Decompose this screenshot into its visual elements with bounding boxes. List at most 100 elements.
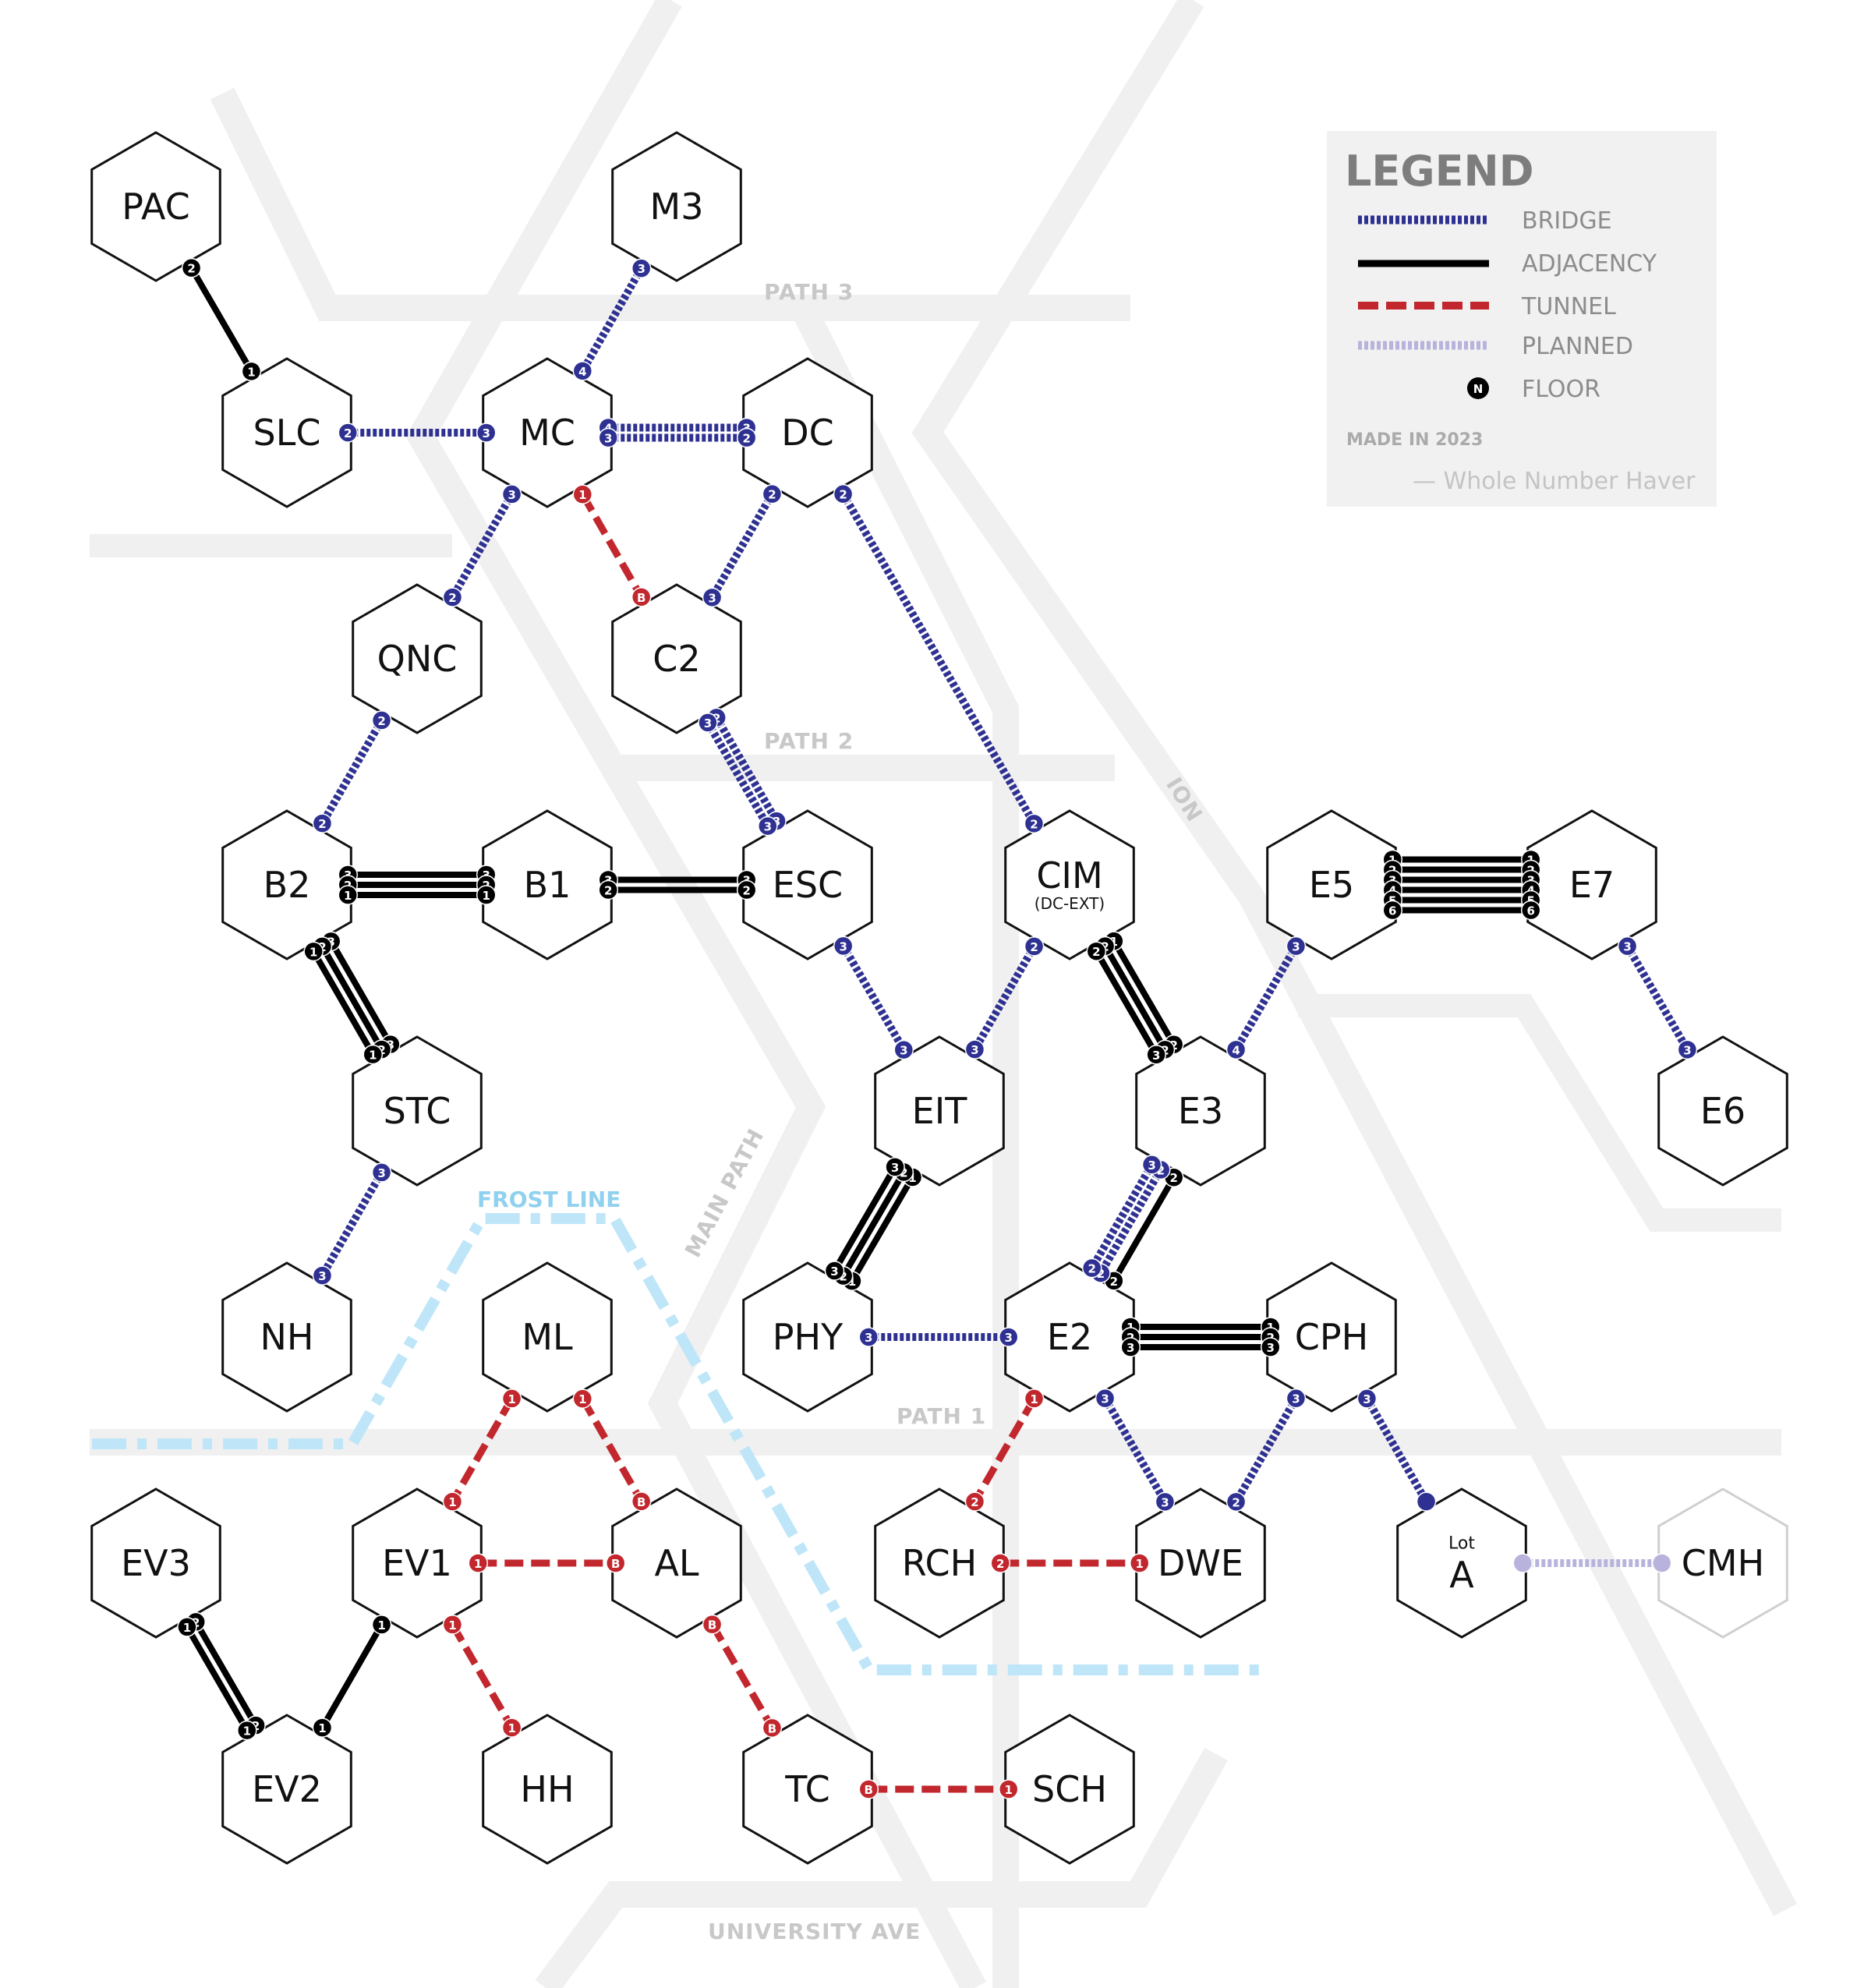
street-east (1298, 994, 1781, 1232)
floor-badge-label: 3 (891, 1161, 899, 1175)
legend-floor-badge (1467, 377, 1489, 399)
connection-bridge-stc-nh-0 (319, 1170, 385, 1278)
floor-badge (631, 258, 652, 278)
building-slc[interactable]: SLC (221, 357, 352, 508)
building-label: B1 (524, 864, 571, 906)
connection-bridge-esc-eit-0 (840, 943, 907, 1052)
floor-badge-label: 2 (1157, 1163, 1165, 1177)
floor-badge (1024, 936, 1045, 957)
connection-adjacency-cim-e3-2 (1093, 950, 1159, 1056)
building-hexagon (1266, 1261, 1397, 1413)
building-dc[interactable]: DC (742, 357, 873, 508)
building-c2[interactable]: C2 (611, 583, 742, 734)
floor-badge (371, 1162, 392, 1183)
floor-badge-label: 3 (1126, 1341, 1134, 1355)
building-cph[interactable]: CPH (1266, 1261, 1397, 1413)
floor-badge (631, 587, 652, 607)
floor-badge-label: 1 (483, 889, 490, 903)
building-b1[interactable]: B1 (482, 809, 613, 960)
floor-badge (1677, 1039, 1698, 1060)
floor-badge-label: 1 (848, 1275, 856, 1289)
building-ml[interactable]: ML (482, 1261, 613, 1413)
connection-bridge-e7-e6-0 (1624, 944, 1691, 1052)
building-eit[interactable]: EIT (874, 1035, 1005, 1187)
floor-badge (1146, 1045, 1166, 1065)
floor-badge-label: 2 (743, 432, 751, 446)
building-mc[interactable]: MC (482, 357, 613, 508)
building-hh[interactable]: HH (482, 1714, 613, 1865)
floor-badge-label: 2 (344, 426, 352, 440)
building-hexagon (874, 1487, 1005, 1639)
connection-adjacency-b2-stc-2 (310, 950, 376, 1056)
building-e7[interactable]: E7 (1526, 809, 1657, 960)
connection-adjacency-cim-e3-0 (1111, 939, 1177, 1046)
floor-badge-label: 1 (344, 889, 352, 903)
building-ev2[interactable]: EV2 (221, 1714, 352, 1865)
floor-badge-label: 2 (1232, 1495, 1240, 1509)
connection-bridge-dc-c2-0 (709, 492, 776, 600)
connection-bridge-m3-mc-0 (578, 266, 645, 373)
floor-badge-label: 3 (1101, 1392, 1109, 1406)
building-al[interactable]: AL (611, 1487, 742, 1639)
floor-badge-label: 6 (1388, 904, 1396, 918)
building-cim[interactable]: CIM(DC-EXT) (1004, 809, 1135, 960)
building-pac[interactable]: PAC (90, 131, 221, 282)
building-b2[interactable]: B2 (221, 809, 352, 960)
floor-badge-label: 2 (1030, 817, 1038, 831)
building-phy[interactable]: PHY (742, 1261, 873, 1413)
building-label: QNC (377, 638, 458, 680)
street-layer (90, 0, 1798, 1988)
floor-badge-label: 1 (318, 1721, 326, 1735)
floor-badge-label: 2 (1110, 1275, 1118, 1289)
floor-badge (893, 1039, 914, 1060)
floor-badge-label: 2 (1088, 1262, 1095, 1276)
floor-badge (312, 813, 333, 833)
connection-bridge-e3-e2-1 (1088, 1162, 1155, 1271)
building-e5[interactable]: E5 (1266, 809, 1397, 960)
floor-badge (1226, 1039, 1247, 1060)
connection-adjacency-b2-stc-0 (328, 939, 394, 1046)
floor-badge-label: B (637, 1495, 645, 1509)
floor-badge (833, 483, 854, 504)
building-ev3[interactable]: EV3 (90, 1487, 221, 1639)
building-m3[interactable]: M3 (611, 131, 742, 282)
building-label: ESC (773, 864, 843, 906)
floor-badge-label: 2 (377, 714, 385, 728)
connection-tunnel-e2-rch-0 (971, 1396, 1038, 1504)
building-cmh[interactable]: CMH (1657, 1487, 1788, 1639)
floor-badge (1260, 1337, 1281, 1357)
floor-badge (442, 1615, 463, 1635)
building-nh[interactable]: NH (221, 1261, 352, 1413)
building-tc[interactable]: TC (742, 1714, 873, 1865)
building-label: E6 (1700, 1090, 1745, 1132)
connection-bridge-e2-dwe-0 (1102, 1396, 1169, 1504)
floor-badge-label: 1 (1030, 1392, 1038, 1406)
floor-badge-label: 3 (1623, 940, 1631, 954)
building-e3[interactable]: E3 (1135, 1035, 1266, 1187)
building-dwe[interactable]: DWE (1135, 1487, 1266, 1639)
building-ev1[interactable]: EV1 (352, 1487, 483, 1639)
connection-bridge-cph-lota-0 (1363, 1396, 1430, 1504)
floor-badge-label: 2 (900, 1166, 907, 1180)
building-stc[interactable]: STC (352, 1035, 483, 1187)
building-label: E3 (1178, 1090, 1223, 1132)
building-sch[interactable]: SCH (1004, 1714, 1135, 1865)
connection-adjacency-ev3-ev2-1 (184, 1625, 250, 1732)
building-qnc[interactable]: QNC (352, 583, 483, 734)
floor-badge (762, 1717, 783, 1739)
building-rch[interactable]: RCH (874, 1487, 1005, 1639)
street-ion (911, 0, 1798, 1916)
floor-badge (1095, 1388, 1116, 1409)
building-hexagon (742, 809, 873, 960)
building-e2[interactable]: E2 (1004, 1261, 1135, 1413)
floor-badge-label: 1 (183, 1621, 191, 1635)
building-esc[interactable]: ESC (742, 809, 873, 960)
building-label: TC (784, 1768, 830, 1810)
floor-badge (1141, 1155, 1162, 1175)
building-e6[interactable]: E6 (1657, 1035, 1788, 1187)
floor-badge-label: 1 (508, 1721, 515, 1735)
floor-badge (736, 427, 757, 448)
street-label-university-ave: UNIVERSITY AVE (708, 1919, 921, 1944)
